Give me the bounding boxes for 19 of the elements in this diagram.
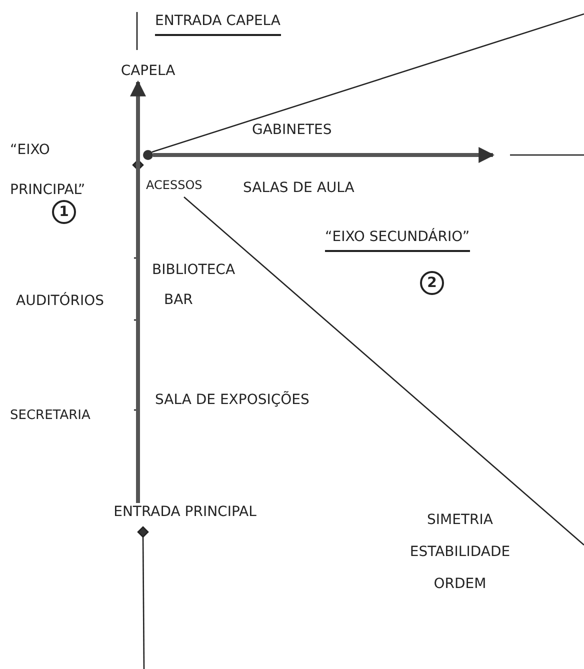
- space-label: GABINETES: [252, 121, 332, 139]
- callout-number: 2: [420, 271, 444, 295]
- space-label: SALA DE EXPOSIÇÕES: [155, 391, 310, 409]
- space-label: SALAS DE AULA: [243, 179, 354, 197]
- callout-number: 1: [52, 200, 76, 224]
- junction-dot: [143, 150, 153, 160]
- concept-list: SIMETRIA ESTABILIDADE ORDEM: [385, 504, 535, 600]
- axis-arrow: [130, 80, 146, 503]
- space-label: ACESSOS: [146, 177, 202, 194]
- space-label: SECRETARIA: [10, 407, 90, 425]
- node-label: CAPELA: [105, 62, 191, 82]
- space-label: BIBLIOTECA: [152, 261, 236, 279]
- node-label: ENTRADA PRINCIPAL: [62, 503, 308, 525]
- axis-arrow: [153, 147, 495, 163]
- axis-label: “EIXO SECUNDÁRIO”: [325, 228, 470, 252]
- space-label: AUDITÓRIOS: [16, 292, 104, 310]
- space-label: BAR: [164, 291, 193, 309]
- heading: ENTRADA CAPELA: [155, 12, 281, 36]
- axis-label: “EIXO PRINCIPAL”: [10, 141, 86, 200]
